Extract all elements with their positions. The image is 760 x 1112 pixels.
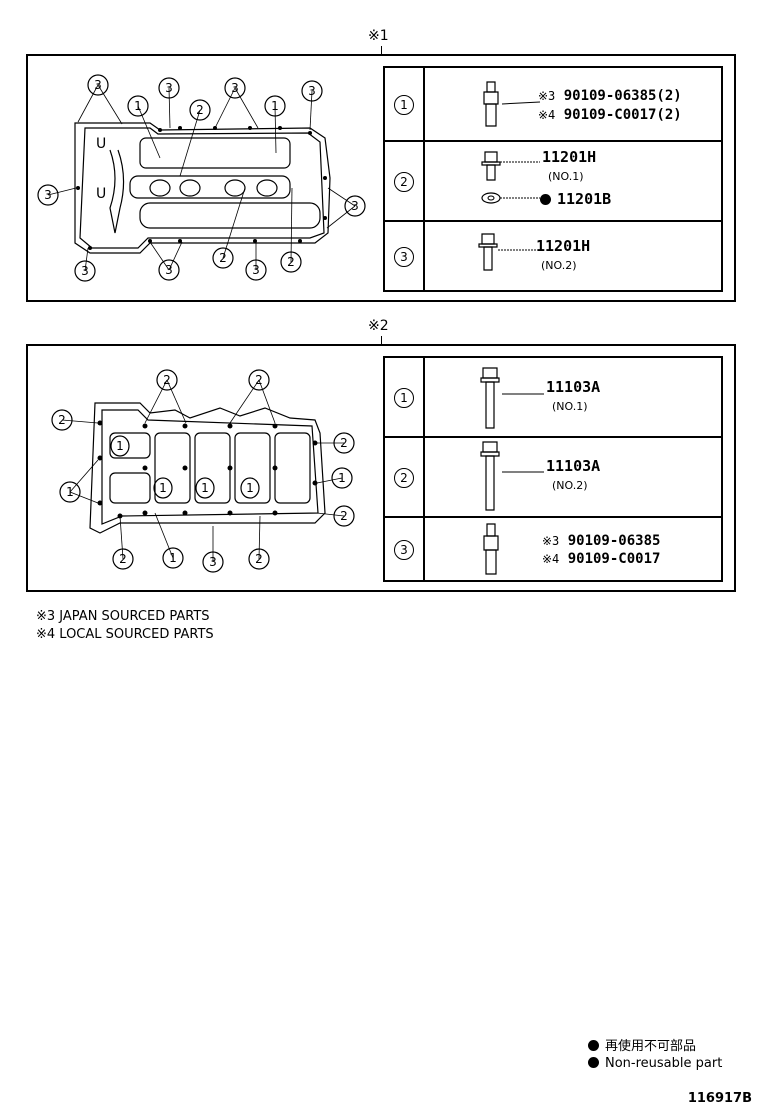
svg-text:2: 2 [163, 373, 171, 387]
section2-mark: ※2 [368, 318, 389, 334]
svg-text:2: 2 [287, 255, 295, 269]
stud-bolt-icon [483, 81, 499, 127]
illustration-ref-code: 116917B [687, 1091, 752, 1106]
svg-text:3: 3 [44, 188, 52, 202]
leader-lines-s1b [500, 161, 540, 199]
svg-text:U: U [96, 136, 106, 152]
part-number: 90109-C0017 [567, 551, 661, 567]
svg-text:2: 2 [219, 251, 227, 265]
leader-lines-s1c [498, 249, 536, 251]
callout-3: 3 [394, 246, 414, 267]
callout-2: 2 [394, 171, 414, 192]
svg-text:3: 3 [165, 81, 173, 95]
svg-text:3: 3 [351, 199, 359, 213]
part-number: 11201H [542, 148, 597, 166]
svg-text:1: 1 [134, 99, 142, 113]
section1-row1-num-cell: 1 [383, 66, 425, 142]
svg-text:3: 3 [231, 81, 239, 95]
part-number: 90109-C0017(2) [563, 107, 682, 123]
svg-text:U: U [96, 186, 106, 202]
part-number: 90109-06385(2) [563, 88, 682, 104]
legend-jp: 再使用不可部品 [588, 1035, 696, 1054]
section2-parts-table: 1 2 3 [383, 356, 723, 582]
svg-text:1: 1 [169, 551, 177, 565]
washer-icon [481, 192, 501, 204]
long-bolt-icon [480, 367, 500, 429]
note-local-sourced: ※4 LOCAL SOURCED PARTS [36, 627, 214, 642]
svg-text:3: 3 [252, 263, 260, 277]
svg-text:3: 3 [94, 78, 102, 92]
section2-row1-part-cell [423, 356, 723, 438]
callout-1: 1 [394, 387, 414, 408]
part-sub-label: (NO.1) [552, 400, 588, 413]
svg-text:2: 2 [196, 103, 204, 117]
legend-en: Non-reusable part [588, 1056, 722, 1071]
note-japan-sourced: ※3 JAPAN SOURCED PARTS [36, 609, 210, 624]
leader-lines-s2 [502, 393, 544, 473]
section1-parts-table: 1 2 3 [383, 66, 723, 292]
svg-text:2: 2 [119, 552, 127, 566]
svg-text:3: 3 [165, 263, 173, 277]
svg-text:3: 3 [81, 264, 89, 278]
cylinder-head-diagram: 2 2 2 1 2 1 2 2 1 3 2 1 1 1 1 [51, 369, 355, 573]
part-sub-label: (NO.1) [548, 170, 584, 183]
svg-text:2: 2 [340, 509, 348, 523]
svg-text:2: 2 [255, 373, 263, 387]
section1-mark: ※1 [368, 28, 389, 44]
svg-text:1: 1 [66, 485, 74, 499]
svg-text:2: 2 [255, 552, 263, 566]
prefix-label: ※4 [538, 108, 556, 122]
prefix-label: ※3 [538, 89, 556, 103]
svg-text:3: 3 [308, 84, 316, 98]
stud-bolt-icon [483, 523, 499, 575]
svg-text:1: 1 [338, 471, 346, 485]
part-number: 11103A [546, 457, 601, 475]
non-reusable-dot-icon [588, 1057, 599, 1068]
svg-text:1: 1 [159, 481, 167, 495]
svg-text:1: 1 [116, 439, 124, 453]
prefix-label: ※3 [542, 534, 560, 548]
flange-bolt-no2-icon [478, 233, 498, 271]
part-sub-label: (NO.2) [552, 479, 588, 492]
section2-leader [381, 336, 382, 344]
section2-panel [26, 344, 736, 592]
svg-text:1: 1 [271, 99, 279, 113]
svg-text:3: 3 [209, 555, 217, 569]
flange-bolt-icon [481, 151, 501, 181]
cylinder-head-cover-diagram: U U 3 3 1 2 3 1 3 3 3 3 3 2 3 2 [37, 74, 366, 282]
section1-row3-part-cell [423, 220, 723, 292]
svg-text:2: 2 [340, 436, 348, 450]
non-reusable-part-number: 11201B [540, 190, 611, 208]
part-number: 11201H [536, 237, 591, 255]
section2-row3-part-cell [423, 516, 723, 582]
non-reusable-dot-icon [540, 194, 551, 205]
section1-panel [26, 54, 736, 302]
prefix-label: ※4 [542, 552, 560, 566]
callout-1: 1 [394, 94, 414, 115]
section1-leader [381, 46, 382, 54]
non-reusable-dot-icon [588, 1040, 599, 1051]
part-sub-label: (NO.2) [541, 259, 577, 272]
callout-3: 3 [394, 539, 414, 560]
section2-row2-part-cell [423, 436, 723, 518]
leader-lines-s1 [501, 101, 541, 105]
part-number: 11103A [546, 378, 601, 396]
section1-row2-part-cell [423, 140, 723, 222]
svg-text:1: 1 [201, 481, 209, 495]
part-number: 90109-06385 [567, 533, 661, 549]
long-bolt-no2-icon [480, 441, 500, 511]
svg-text:1: 1 [246, 481, 254, 495]
callout-2: 2 [394, 467, 414, 488]
section1-row1-part-cell [423, 66, 723, 142]
svg-text:2: 2 [58, 413, 66, 427]
